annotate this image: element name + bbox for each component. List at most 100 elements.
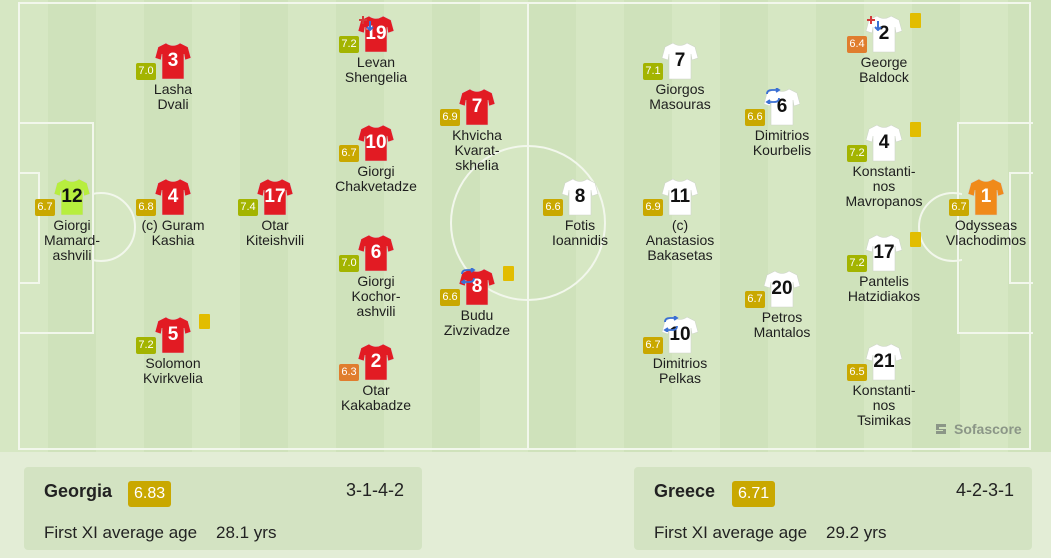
player-rating-badge: 6.7 xyxy=(339,145,359,162)
shirt-icon xyxy=(358,234,394,272)
player-name: Lasha Dvali xyxy=(153,81,193,112)
home-age-value: 28.1 yrs xyxy=(216,523,277,542)
player-name: Petros Mantalos xyxy=(753,309,811,340)
player-rating-badge: 7.2 xyxy=(847,255,867,272)
brand-label: Sofascore xyxy=(954,421,1022,437)
player-rating-badge: 7.0 xyxy=(136,63,156,80)
yellow-card-icon xyxy=(910,232,921,247)
shirt-number: 4 xyxy=(878,132,890,153)
player-name: Odysseas Vlachodimos xyxy=(945,217,1027,248)
shirt-icon xyxy=(257,178,293,216)
player-name: Giorgi Mamard- ashvili xyxy=(43,217,100,263)
shirt-icon xyxy=(866,124,902,162)
shirt-icon xyxy=(358,124,394,162)
sofascore-logo-icon xyxy=(936,424,946,434)
center-circle xyxy=(450,145,606,301)
player-name: Dimitrios Pelkas xyxy=(652,355,708,386)
home-team-card[interactable]: Georgia 6.83 3-1-4-2 First XI average ag… xyxy=(24,467,422,550)
shirt-number: 10 xyxy=(365,132,387,153)
player-rating-badge: 6.7 xyxy=(643,337,663,354)
yellow-card-icon xyxy=(199,314,210,329)
player-rating-badge: 6.9 xyxy=(440,109,460,126)
player-rating-badge: 6.4 xyxy=(847,36,867,53)
yellow-card-icon xyxy=(910,13,921,28)
shirt-number: 21 xyxy=(873,351,895,372)
shirt-icon xyxy=(459,88,495,126)
shirt-number: 8 xyxy=(471,276,483,297)
away-team-rating-badge: 6.71 xyxy=(732,481,776,507)
player-name: Giorgos Masouras xyxy=(649,81,711,112)
away-team-formation: 4-2-3-1 xyxy=(955,480,1014,500)
away-age-value: 29.2 yrs xyxy=(826,523,887,542)
shirt-number: 20 xyxy=(771,278,793,299)
shirt-icon xyxy=(764,270,800,308)
shirt-number: 17 xyxy=(873,242,895,263)
shirt-number: 8 xyxy=(574,186,586,207)
shirt-icon xyxy=(459,268,495,306)
player-rating-badge: 6.6 xyxy=(543,199,563,216)
shirt-number: 6 xyxy=(776,96,788,117)
yellow-card-icon xyxy=(503,266,514,281)
shirt-icon xyxy=(968,178,1004,216)
player-name: George Baldock xyxy=(859,54,909,85)
shirt-icon xyxy=(54,178,90,216)
shirt-icon xyxy=(562,178,598,216)
player-name: Pantelis Hatzidiakos xyxy=(847,273,921,304)
player-name: Levan Shengelia xyxy=(344,54,408,85)
goal-line-right xyxy=(1029,2,1031,450)
goal-line-left xyxy=(18,2,20,450)
substitution-swap-icon xyxy=(765,88,781,104)
player-name: Budu Zivzivadze xyxy=(443,307,511,338)
player-rating-badge: 6.7 xyxy=(949,199,969,216)
player-rating-badge: 7.2 xyxy=(339,36,359,53)
shirt-number: 12 xyxy=(61,186,83,207)
player-rating-badge: 6.7 xyxy=(745,291,765,308)
player-name: Giorgi Chakvetadze xyxy=(335,163,417,194)
player-rating-badge: 6.9 xyxy=(643,199,663,216)
sofascore-brand: Sofascore xyxy=(934,421,1022,437)
player-name: Fotis Ioannidis xyxy=(551,217,609,248)
player-rating-badge: 6.3 xyxy=(339,364,359,381)
away-team-card[interactable]: Greece 6.71 4-2-3-1 First XI average age… xyxy=(634,467,1032,550)
shirt-number: 5 xyxy=(167,324,179,345)
player-name: Konstanti- nos Tsimikas xyxy=(852,382,916,428)
shirt-number: 17 xyxy=(264,186,286,207)
shirt-number: 1 xyxy=(980,186,992,207)
shirt-icon xyxy=(155,316,191,354)
touchline-top xyxy=(18,2,1031,4)
home-age-label: First XI average age xyxy=(44,523,198,542)
